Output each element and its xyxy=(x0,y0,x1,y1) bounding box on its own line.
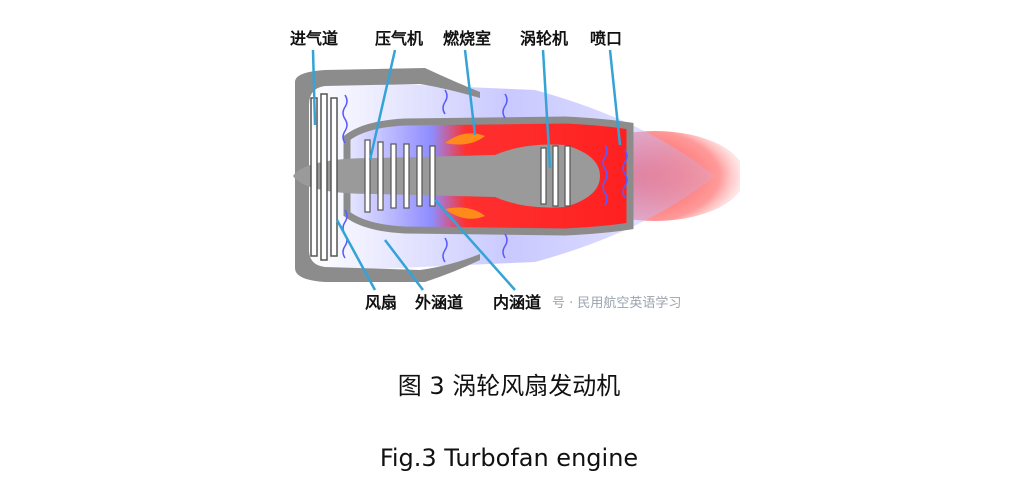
leader-lines xyxy=(311,49,622,291)
turbine-blades xyxy=(540,145,571,207)
label-turbine: 涡轮机 xyxy=(520,29,568,48)
label-bypass-duct: 外涵道 xyxy=(414,293,463,312)
label-combustor: 燃烧室 xyxy=(443,29,491,48)
compressor-blades xyxy=(364,139,436,213)
turbofan-diagram: 进气道 压气机 燃烧室 涡轮机 喷口 风扇 外涵道 内涵道 号 · 民用航空英语… xyxy=(265,10,745,325)
label-nozzle: 喷口 xyxy=(590,29,622,48)
label-core-duct: 内涵道 xyxy=(493,293,541,312)
watermark: 号 · 民用航空英语学习 xyxy=(552,295,681,311)
caption-english: Fig.3 Turbofan engine xyxy=(379,444,639,472)
airflow-waves xyxy=(342,89,628,263)
combustor-flame-top xyxy=(445,133,485,145)
label-inlet: 进气道 xyxy=(290,29,338,48)
combustor-flame-bottom xyxy=(445,207,485,219)
fan-blades xyxy=(310,93,338,261)
label-compressor: 压气机 xyxy=(375,29,423,48)
label-fan: 风扇 xyxy=(365,293,397,312)
caption-chinese: 图 3 涡轮风扇发动机 xyxy=(397,372,621,400)
